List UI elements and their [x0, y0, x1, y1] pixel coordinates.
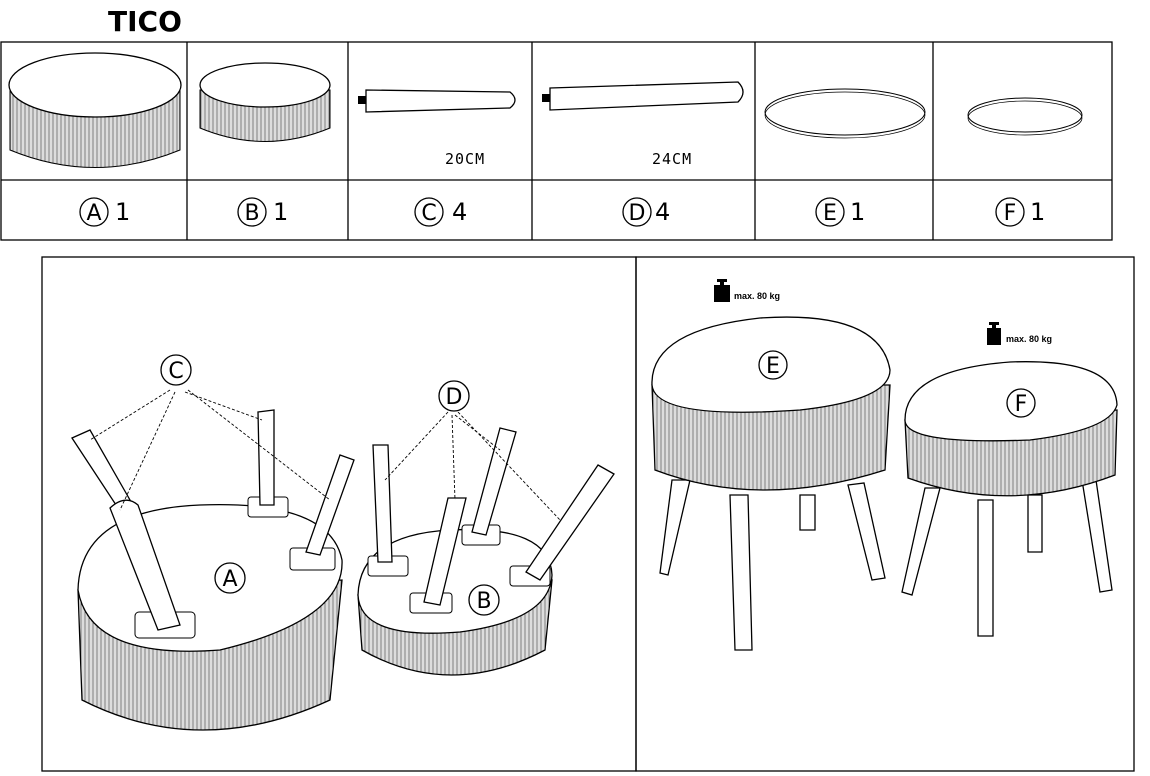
product-title: TICO [108, 5, 182, 38]
svg-text:A: A [222, 567, 237, 592]
part-b-image [199, 62, 331, 142]
svg-text:E: E [823, 201, 837, 226]
svg-text:F: F [1015, 392, 1028, 417]
part-b-label: B 1 [237, 197, 288, 227]
part-d-image: 24CM [542, 81, 744, 168]
part-c-dimension: 20CM [445, 150, 485, 168]
callout-f: F [1006, 388, 1036, 418]
svg-text:A: A [86, 201, 101, 226]
weight-icon [987, 322, 1001, 345]
svg-text:D: D [446, 385, 463, 410]
part-e-image [764, 88, 926, 139]
part-d-dimension: 24CM [652, 150, 692, 168]
svg-text:B: B [244, 201, 259, 226]
result-panel: E F max. 80 kg max. 80 kg [635, 256, 1135, 772]
max-load-small: max. 80 kg [1006, 334, 1052, 344]
part-f-qty: 1 [1030, 198, 1045, 226]
part-a-label: A 1 [79, 197, 130, 227]
part-e-qty: 1 [850, 198, 865, 226]
part-a-image [8, 52, 182, 168]
callout-b: B [468, 584, 500, 616]
svg-text:E: E [766, 354, 780, 379]
callout-e: E [758, 350, 788, 380]
svg-text:B: B [476, 589, 491, 614]
part-b-qty: 1 [273, 198, 288, 226]
max-load-large: max. 80 kg [734, 291, 780, 301]
part-e-label: E 1 [815, 197, 865, 227]
svg-text:F: F [1004, 201, 1017, 226]
part-c-image: 20CM [358, 89, 516, 168]
callout-d: D [438, 380, 470, 412]
part-a-qty: 1 [115, 198, 130, 226]
callout-a: A [214, 562, 246, 594]
part-d-qty: 4 [655, 198, 670, 226]
part-f-image [967, 97, 1083, 136]
weight-icon [714, 279, 730, 302]
svg-text:D: D [629, 201, 646, 226]
part-d-label: D 4 [622, 197, 670, 227]
svg-text:C: C [168, 359, 183, 384]
parts-table: 20CM 24CM A 1 B 1 C [0, 41, 1113, 241]
part-c-qty: 4 [452, 198, 467, 226]
part-f-label: F 1 [995, 197, 1045, 227]
assembly-panel: C D A B [41, 256, 637, 772]
svg-text:C: C [421, 201, 436, 226]
callout-c: C [160, 354, 192, 386]
part-c-label: C 4 [414, 197, 467, 227]
